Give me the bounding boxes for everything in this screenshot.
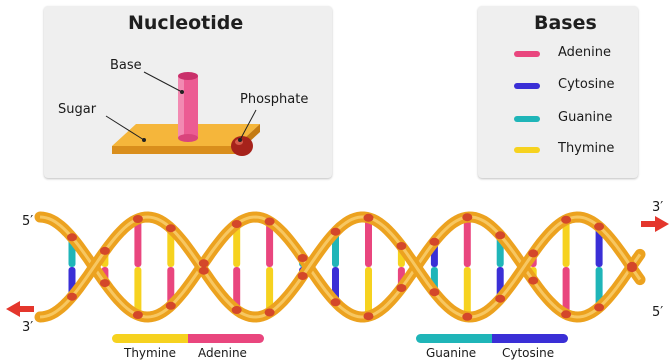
phosphate-dot [495, 231, 505, 239]
phosphate-dot [364, 312, 374, 320]
phosphate-dot [166, 302, 176, 310]
strand-end-top-left: 5′ [22, 214, 33, 229]
strand-end-top-right: 3′ [652, 200, 663, 215]
phosphate-dot [594, 303, 604, 311]
phosphate-dot [133, 215, 143, 223]
phosphate-dot [232, 306, 242, 314]
phosphate-dot [199, 259, 209, 267]
phosphate-dot [429, 288, 439, 296]
base-pair-rung-upper [365, 218, 372, 267]
phosphate-dot [331, 228, 341, 236]
phosphate-dot [100, 279, 110, 287]
phosphate-dot [67, 293, 77, 301]
pair-label-adenine: Adenine [198, 346, 247, 360]
phosphate-dot [199, 267, 209, 275]
phosphate-dot [462, 213, 472, 221]
guanine-pair-bar [416, 334, 492, 343]
adenine-pair-bar [188, 334, 264, 343]
cytosine-pair-bar [492, 334, 568, 343]
phosphate-dot [232, 220, 242, 228]
right-arrow-icon [641, 216, 669, 232]
pair-label-cytosine: Cytosine [502, 346, 554, 360]
base-pair-rung-upper [464, 217, 471, 267]
phosphate-dot [495, 295, 505, 303]
base-pair-rung-lower [464, 267, 471, 317]
phosphate-dot [133, 311, 143, 319]
phosphate-dot [331, 298, 341, 306]
base-pair-rung-lower [365, 267, 372, 316]
phosphate-dot [561, 310, 571, 318]
phosphate-dot [265, 309, 275, 317]
pair-label-thymine: Thymine [124, 346, 176, 360]
pair-label-guanine: Guanine [426, 346, 476, 360]
phosphate-dot [396, 284, 406, 292]
phosphate-dot [528, 249, 538, 257]
phosphate-dot [627, 264, 637, 272]
phosphate-dot [298, 272, 308, 280]
phosphate-dot [67, 233, 77, 241]
phosphate-dot [561, 216, 571, 224]
strand-end-bottom-left: 3′ [22, 320, 33, 335]
phosphate-dot [166, 224, 176, 232]
phosphate-dot [364, 214, 374, 222]
phosphate-dot [594, 223, 604, 231]
phosphate-dot [298, 254, 308, 262]
phosphate-dot [100, 247, 110, 255]
phosphate-dot [462, 313, 472, 321]
strand-end-bottom-right: 5′ [652, 305, 663, 320]
phosphate-dot [528, 277, 538, 285]
phosphate-dot [429, 238, 439, 246]
thymine-pair-bar [112, 334, 188, 343]
phosphate-dot [265, 218, 275, 226]
left-arrow-icon [6, 301, 34, 317]
phosphate-dot [396, 242, 406, 250]
